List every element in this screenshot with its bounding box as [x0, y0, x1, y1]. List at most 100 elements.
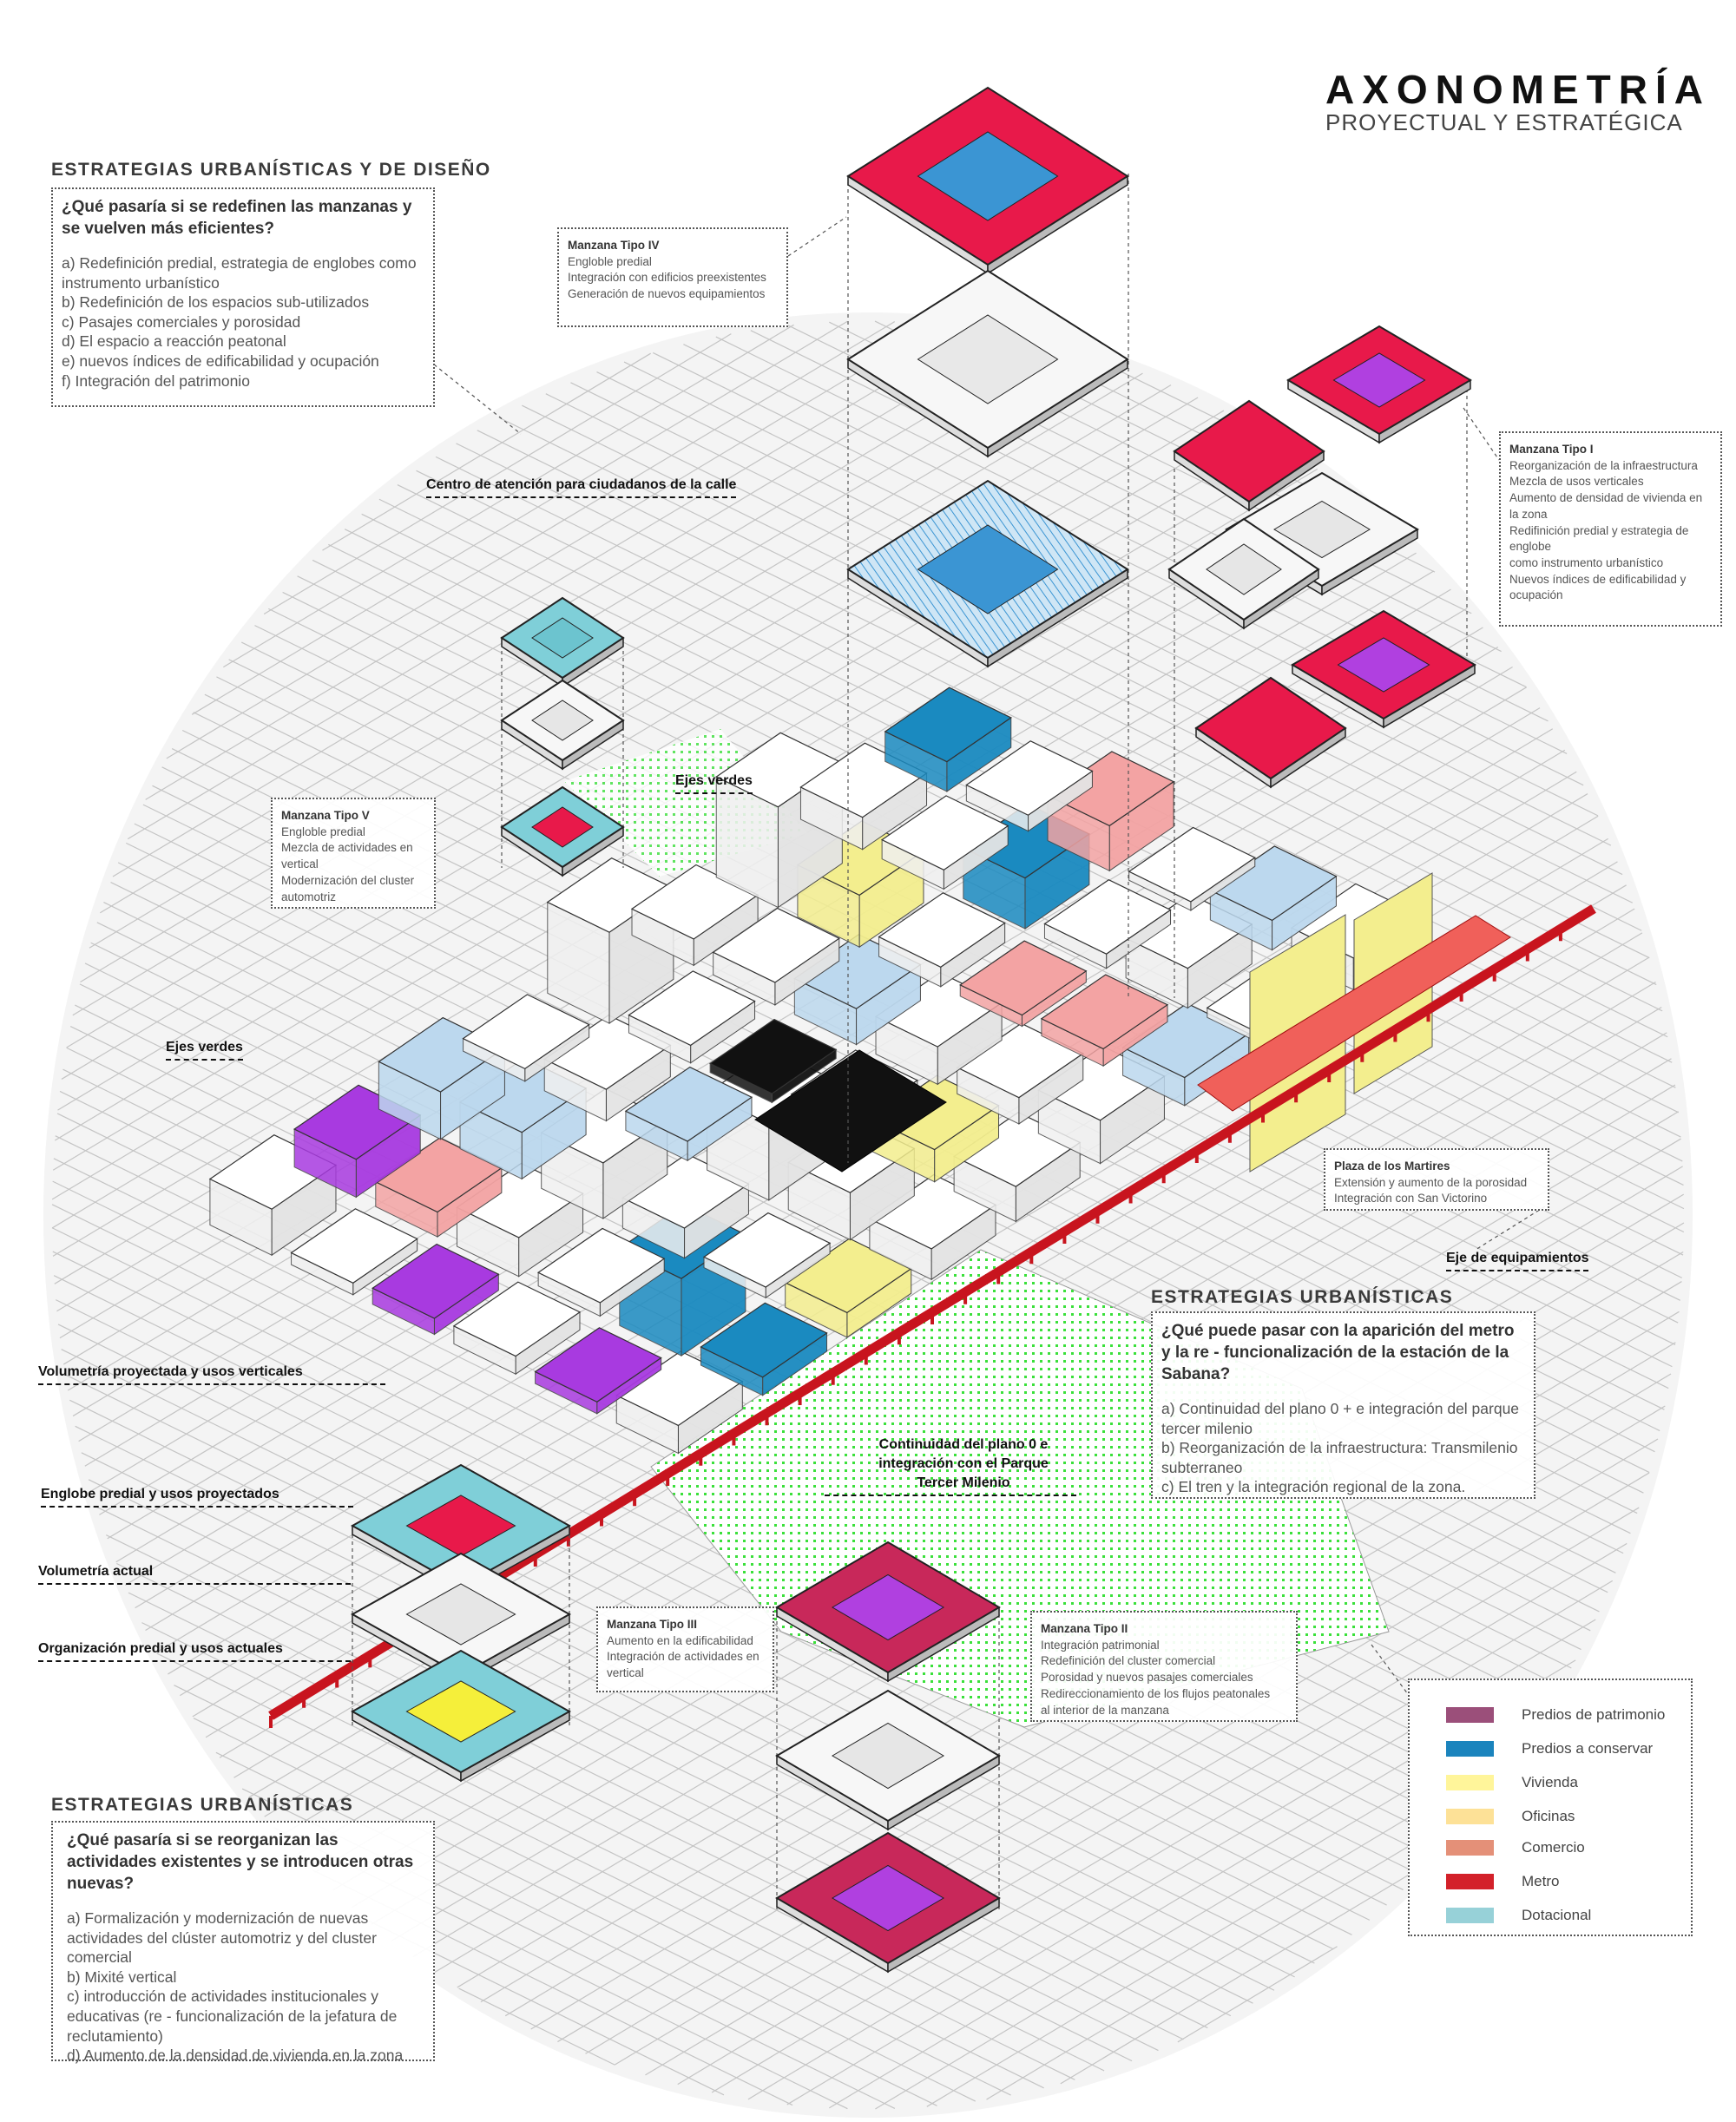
plate-tipo-ii-buildings-inner [832, 1722, 944, 1790]
building-roof [290, 1208, 418, 1284]
building-roof [1040, 974, 1169, 1050]
strategy-activities-heading: ESTRATEGIAS URBANÍSTICAS [51, 1795, 354, 1815]
street-line [677, 1507, 1640, 2086]
leader-line [433, 364, 522, 435]
strategy-activities-item: a) Formalización y modernización de nuev… [67, 1909, 377, 1967]
strategy-design-item-list: a) Redefinición predial, estrategia de e… [62, 253, 424, 391]
legend-label: Predios de patrimonio [1522, 1706, 1666, 1723]
leader-line [1463, 407, 1500, 461]
street-line [322, 352, 651, 551]
strategy-activities-item-list: a) Formalización y modernización de nuev… [67, 1908, 424, 2066]
plate-tipo-ii-proposed-inner [832, 1573, 944, 1641]
legend-swatch [1446, 1707, 1494, 1723]
legend-label: Comercio [1522, 1839, 1585, 1856]
street-line [645, 1472, 1650, 2076]
building-roof [700, 1302, 828, 1378]
street-line [156, 1652, 1044, 2089]
plate-tipo-v-buildings-inner [531, 700, 594, 741]
plate-tipo-ii-plan-inner [832, 1864, 944, 1932]
label-centro-atencion: Centro de atención para ciudadanos de la… [426, 477, 737, 498]
strategy-design-item: f) Integración del patrimonio [62, 371, 250, 390]
legend-swatch [1446, 1775, 1494, 1790]
strategy-metro-heading: ESTRATEGIAS URBANÍSTICAS [1151, 1287, 1454, 1307]
street-line [986, 1800, 1485, 2100]
street-line [263, 333, 732, 615]
note-line: Integración con San Victorino [1334, 1192, 1488, 1206]
plate-tipo-iv-plan-inner [917, 524, 1059, 614]
note-title: Manzana Tipo I [1509, 443, 1594, 456]
strategy-design-item: c) Pasajes comerciales y porosidad [62, 312, 301, 331]
street-line [614, 1438, 1659, 2066]
strategy-design-heading: ESTRATEGIAS URBANÍSTICAS Y DE DISEÑO [51, 160, 491, 180]
strategy-metro-item: b) Reorganización de la infraestructura:… [1161, 1439, 1518, 1476]
note-manzana-tipo-iii: Manzana Tipo III Aumento en la edificabi… [596, 1606, 774, 1692]
leader-line [787, 216, 847, 257]
street-line [191, 320, 848, 715]
street-line [1177, 1946, 1338, 2043]
street-line [81, 1452, 1232, 2017]
note-line: al interior de la manzana [1041, 1703, 1169, 1717]
building-roof [534, 1327, 662, 1403]
street-line [570, 382, 1634, 903]
note-line: Redifinición predial y estrategia de eng… [1509, 523, 1689, 554]
note-title: Manzana Tipo III [607, 1618, 698, 1631]
street-line [116, 1562, 1133, 2062]
street-line [545, 393, 1642, 931]
building-roof [372, 1243, 500, 1319]
note-title: Manzana Tipo II [1041, 1622, 1128, 1635]
note-line: Nuevos índices de edificabilidad y ocupa… [1509, 572, 1687, 602]
note-line: Reorganización de la infraestructura [1509, 458, 1698, 472]
building-roof [1046, 751, 1175, 827]
note-title: Manzana Tipo IV [568, 239, 660, 252]
label-ejes-verdes-top: Ejes verdes [675, 773, 753, 794]
note-line: Redireccionamiento de los flujos peatona… [1041, 1686, 1271, 1700]
plate-tipo-i-a-inner [1332, 352, 1426, 408]
label-englobe-predial: Englobe predial y usos proyectados [41, 1487, 353, 1508]
building-roof [878, 892, 1006, 968]
legend-label: Predios a conservar [1522, 1740, 1654, 1757]
street-line [585, 1405, 1666, 2054]
plate-tipo-i-c-inner [1337, 637, 1430, 693]
strategy-activities-item: c) introducción de actividades instituci… [67, 1987, 398, 2045]
label-continuidad-underline [825, 1495, 1076, 1496]
legend-label: Vivienda [1522, 1774, 1578, 1790]
label-ejes-verdes-left: Ejes verdes [166, 1040, 243, 1061]
note-line: Integración con edificios preexistentes [568, 271, 766, 285]
note-line: Mezcla de usos verticales [1509, 475, 1644, 489]
note-plaza-martires: Plaza de los Martires Extensión y aument… [1324, 1148, 1549, 1211]
strategy-design-question: ¿Qué pasaría si se redefinen las manzana… [62, 198, 412, 238]
building-roof [452, 1281, 582, 1357]
strategy-metro-item-list: a) Continuidad del plano 0 + e integraci… [1161, 1399, 1525, 1497]
strategy-design-item: a) Redefinición predial, estrategia de e… [62, 254, 417, 292]
street-line [52, 1251, 1387, 1906]
strategy-design-item: e) nuevos índices de edificabilidad y oc… [62, 351, 379, 370]
street-line [653, 351, 1599, 817]
strategy-design-box: ¿Qué pasaría si se redefinen las manzana… [51, 187, 435, 407]
strategy-metro-item: a) Continuidad del plano 0 + e integraci… [1161, 1400, 1520, 1437]
street-line [623, 361, 1612, 846]
city-blocks [208, 687, 1433, 1455]
building-roof [702, 1212, 832, 1288]
legend-item: Oficinas [1446, 1808, 1575, 1825]
plate-tipo-iii-buildings-inner [405, 1583, 516, 1646]
note-line: Integración patrimonial [1041, 1638, 1160, 1652]
legend-item: Metro [1446, 1873, 1559, 1890]
street-line [174, 1685, 1011, 2096]
plate-tipo-i-buildings-inner [1273, 500, 1371, 559]
street-line [1060, 1860, 1433, 2085]
floating-block-plans [350, 86, 1476, 1974]
note-line: Extensión y aumento de la porosidad [1334, 1175, 1528, 1189]
plate-tipo-v-top-inner [531, 617, 594, 659]
legend-label: Dotacional [1522, 1907, 1592, 1923]
plate-tipo-iii-plan-inner [405, 1680, 516, 1743]
plate-tipo-iii-proposed-inner [405, 1495, 516, 1557]
note-line: Mezcla de actividades en vertical [281, 841, 413, 871]
